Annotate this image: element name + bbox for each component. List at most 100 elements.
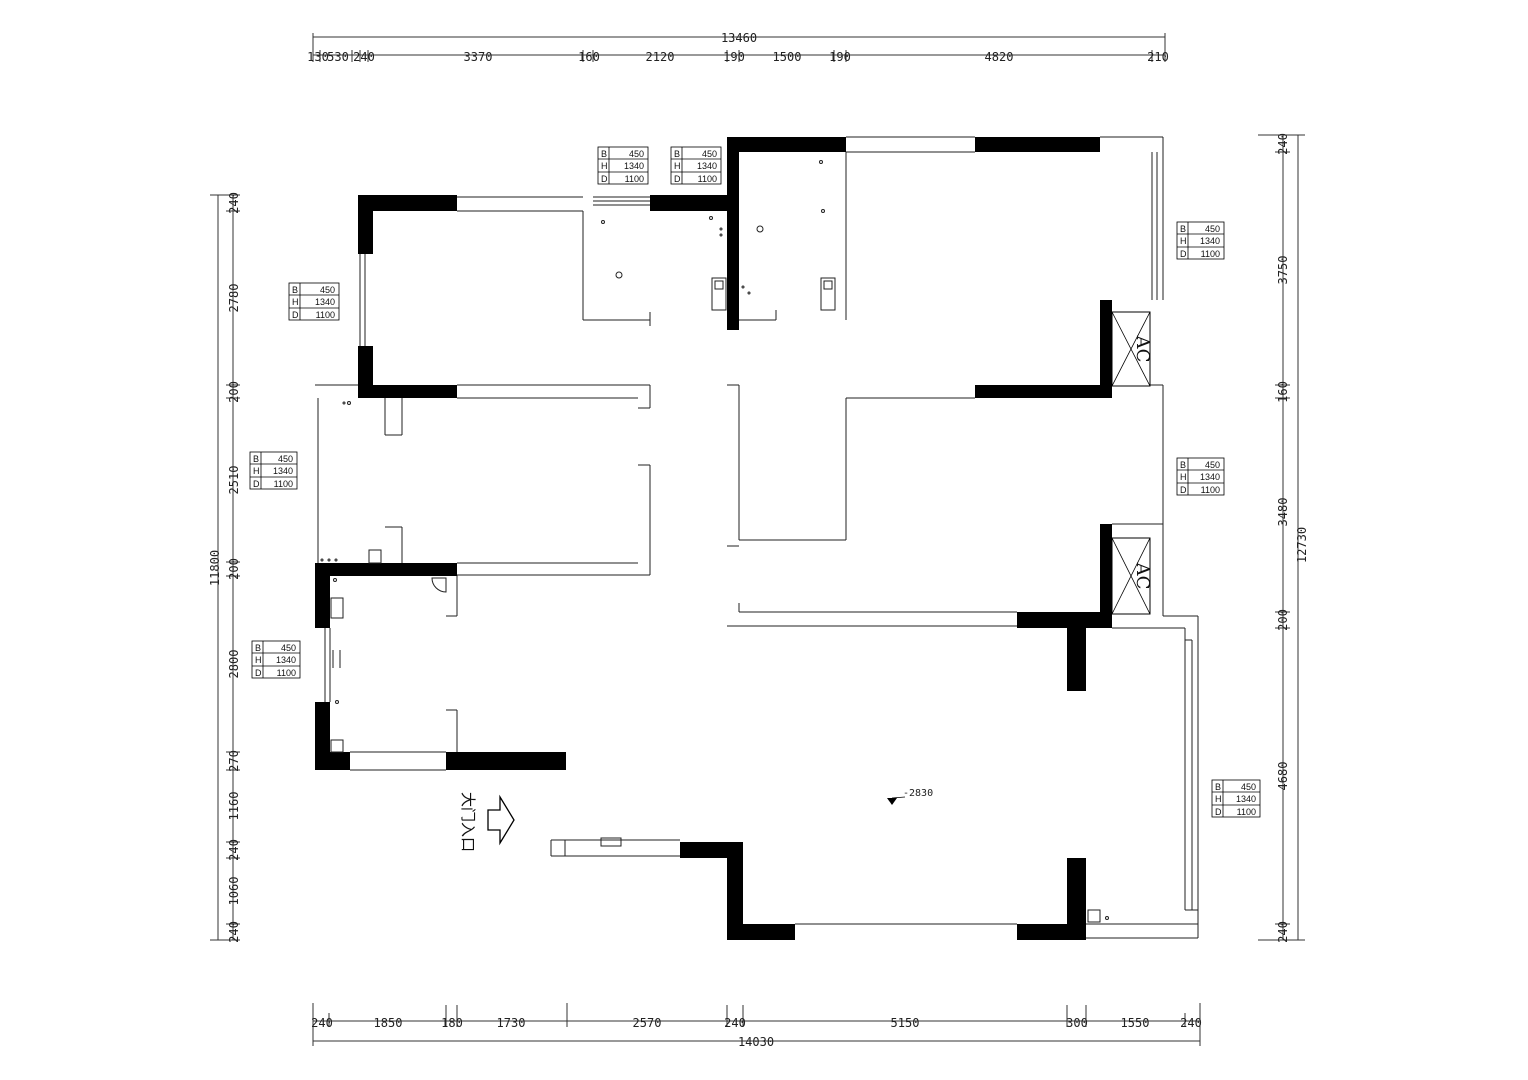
- svg-text:1100: 1100: [1201, 249, 1220, 259]
- spec-table: B 450 H 1340 D 1100: [1176, 457, 1225, 496]
- right-dimension-labels: 240 3750 160 3480 200 4680 240: [1276, 133, 1290, 943]
- spec-table: B 450 H 1340 D 1100: [249, 451, 298, 490]
- right-dimension-chain: [1258, 134, 1305, 941]
- svg-text:B: B: [601, 149, 607, 159]
- left-dim-label: 2780: [227, 284, 241, 313]
- left-dim-label: 200: [227, 381, 241, 403]
- svg-text:1100: 1100: [277, 668, 296, 678]
- right-dim-label: 3480: [1276, 498, 1290, 527]
- bottom-dim-label: 1550: [1121, 1016, 1150, 1030]
- right-dim-label: 3750: [1276, 256, 1290, 285]
- left-dim-label: 2510: [227, 466, 241, 495]
- spec-table: B 450 H 1340 D 1100: [288, 282, 340, 321]
- svg-text:H: H: [1180, 236, 1187, 246]
- left-dim-label: 240: [227, 839, 241, 861]
- svg-text:1100: 1100: [1237, 807, 1256, 817]
- left-dim-label: 2800: [227, 650, 241, 679]
- svg-text:B: B: [674, 149, 680, 159]
- top-dim-label: 530: [327, 50, 349, 64]
- bottom-dim-label: 2570: [633, 1016, 662, 1030]
- svg-text:H: H: [255, 655, 262, 665]
- svg-text:1340: 1340: [1200, 472, 1220, 482]
- spec-table: B 450 H 1340 D 1100: [1176, 221, 1225, 260]
- svg-text:1100: 1100: [274, 479, 293, 489]
- svg-text:1100: 1100: [1201, 485, 1220, 495]
- spec-table: B 450 H 1340 D 1100: [670, 146, 722, 185]
- top-dimension-labels: 130 530 240 3370 160 2120 190 1500 190 4…: [307, 50, 1169, 64]
- overall-top-dimension: 13460: [721, 31, 757, 45]
- bottom-dim-label: 1850: [374, 1016, 403, 1030]
- svg-text:1100: 1100: [698, 174, 717, 184]
- fixture-symbols: [320, 160, 1109, 923]
- ac-unit: AC: [1111, 537, 1153, 615]
- top-dim-label: 190: [723, 50, 745, 64]
- svg-text:D: D: [601, 174, 608, 184]
- svg-text:450: 450: [278, 454, 293, 464]
- left-dim-label: 200: [227, 558, 241, 580]
- svg-text:D: D: [255, 668, 262, 678]
- svg-text:H: H: [292, 297, 299, 307]
- svg-text:D: D: [253, 479, 260, 489]
- svg-text:450: 450: [629, 149, 644, 159]
- top-dim-label: 240: [353, 50, 375, 64]
- bottom-dim-label: 1730: [497, 1016, 526, 1030]
- svg-text:1340: 1340: [276, 655, 296, 665]
- svg-text:B: B: [292, 285, 298, 295]
- ac-label: AC: [1132, 562, 1153, 590]
- right-dim-label: 240: [1276, 133, 1290, 155]
- svg-text:1100: 1100: [316, 310, 335, 320]
- top-dim-label: 4820: [985, 50, 1014, 64]
- svg-text:450: 450: [702, 149, 717, 159]
- svg-text:D: D: [1180, 249, 1187, 259]
- svg-text:B: B: [253, 454, 259, 464]
- top-dim-label: 160: [578, 50, 600, 64]
- svg-text:450: 450: [281, 643, 296, 653]
- svg-text:H: H: [601, 161, 608, 171]
- bottom-dim-label: 240: [1180, 1016, 1202, 1030]
- svg-text:450: 450: [320, 285, 335, 295]
- left-dim-label: 1160: [227, 792, 241, 821]
- svg-text:H: H: [253, 466, 260, 476]
- svg-text:B: B: [255, 643, 261, 653]
- spec-table: B 450 H 1340 D 1100: [251, 640, 301, 679]
- ac-unit: AC: [1111, 311, 1153, 387]
- bottom-dim-label: 240: [311, 1016, 333, 1030]
- svg-text:1340: 1340: [697, 161, 717, 171]
- level-marker: -2830: [887, 788, 933, 805]
- svg-text:D: D: [292, 310, 299, 320]
- bottom-dim-label: 300: [1066, 1016, 1088, 1030]
- load-bearing-walls: [315, 137, 1112, 940]
- left-dim-label: 240: [227, 192, 241, 214]
- svg-text:450: 450: [1205, 224, 1220, 234]
- svg-text:H: H: [1180, 472, 1187, 482]
- overall-right-dimension: 12730: [1295, 527, 1309, 563]
- left-dimension-chain: [210, 194, 240, 941]
- entrance-label: 大门入口: [459, 792, 477, 852]
- svg-text:B: B: [1180, 460, 1186, 470]
- entrance-text: 大门入口: [459, 792, 477, 852]
- entrance-arrow-icon: [487, 794, 515, 846]
- right-dim-label: 240: [1276, 921, 1290, 943]
- left-dim-label: 270: [227, 750, 241, 772]
- top-dim-label: 210: [1147, 50, 1169, 64]
- svg-text:1100: 1100: [625, 174, 644, 184]
- bottom-dim-label: 180: [441, 1016, 463, 1030]
- top-dim-label: 130: [307, 50, 329, 64]
- right-dim-label: 160: [1276, 381, 1290, 403]
- bottom-dim-label: 240: [724, 1016, 746, 1030]
- top-dim-label: 1500: [773, 50, 802, 64]
- svg-text:450: 450: [1241, 782, 1256, 792]
- svg-text:D: D: [1180, 485, 1187, 495]
- right-dim-label: 4680: [1276, 762, 1290, 791]
- top-dim-label: 190: [829, 50, 851, 64]
- svg-text:1340: 1340: [1200, 236, 1220, 246]
- left-dim-label: 1060: [227, 877, 241, 906]
- spec-table: B 450 H 1340 D 1100: [597, 146, 649, 185]
- bottom-dim-label: 5150: [891, 1016, 920, 1030]
- svg-text:B: B: [1180, 224, 1186, 234]
- top-dimension-chain: [312, 33, 1166, 62]
- svg-text:450: 450: [1205, 460, 1220, 470]
- svg-text:1340: 1340: [273, 466, 293, 476]
- svg-text:H: H: [1215, 794, 1222, 804]
